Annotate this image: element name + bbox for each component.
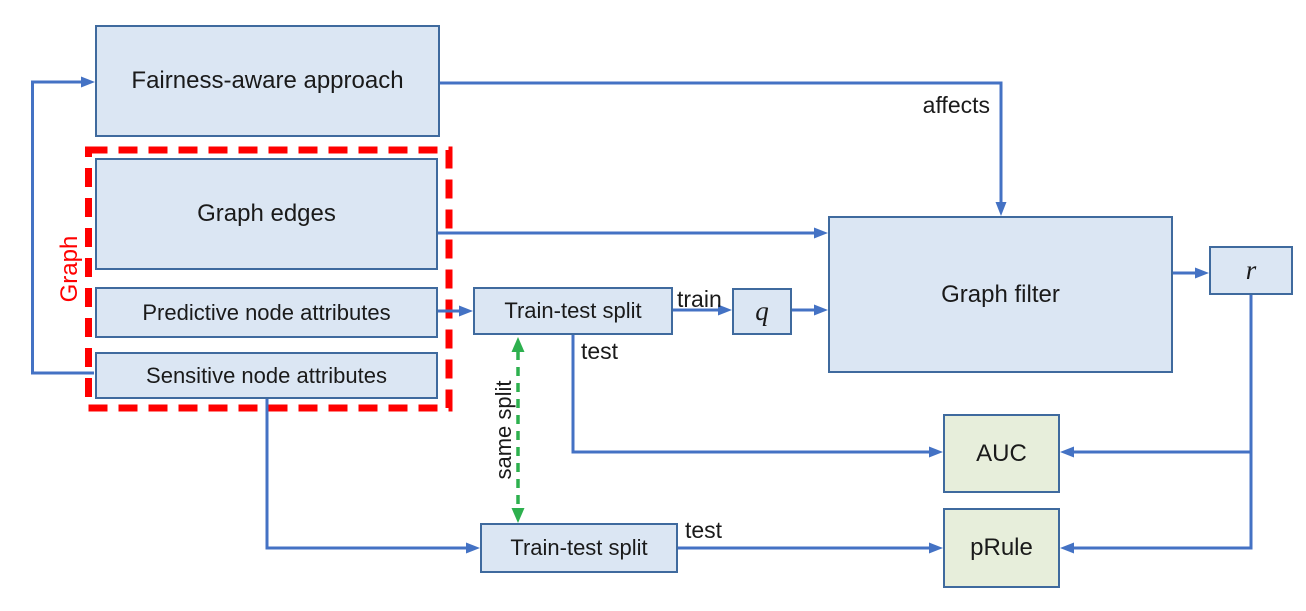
graph-group-label: Graph <box>56 235 83 303</box>
prule-node: pRule <box>943 508 1060 588</box>
r-node: r <box>1209 246 1293 295</box>
same-split-label: same split <box>491 380 516 480</box>
graph-group-outline <box>85 146 453 412</box>
test-bottom-label: test <box>685 517 723 543</box>
q-node: q <box>732 288 792 335</box>
graph-filter-node: Graph filter <box>828 216 1173 373</box>
train-label: train <box>677 286 722 312</box>
graph-edges-node: Graph edges <box>95 158 438 270</box>
affects-label: affects <box>922 92 990 118</box>
fairness-aware-approach-node: Fairness-aware approach <box>95 25 440 137</box>
connector-sensitive-to-tts-bottom <box>265 399 480 554</box>
connector-fairness-affects-graph-filter <box>440 81 1007 216</box>
connector-tts-top-test-to-auc <box>571 335 943 458</box>
same-split-arrowhead-up <box>511 337 525 352</box>
predictive-node-attributes-node: Predictive node attributes <box>95 287 438 338</box>
auc-node: AUC <box>943 414 1060 493</box>
test-top-label: test <box>581 338 619 364</box>
same-split-arrowhead-down <box>511 508 525 523</box>
connector-sensitive-to-fairness <box>31 76 95 375</box>
sensitive-node-attributes-node: Sensitive node attributes <box>95 352 438 399</box>
connector-r-to-prule <box>1060 295 1253 554</box>
train-test-split-top-node: Train-test split <box>473 287 673 335</box>
train-test-split-bottom-node: Train-test split <box>480 523 678 573</box>
